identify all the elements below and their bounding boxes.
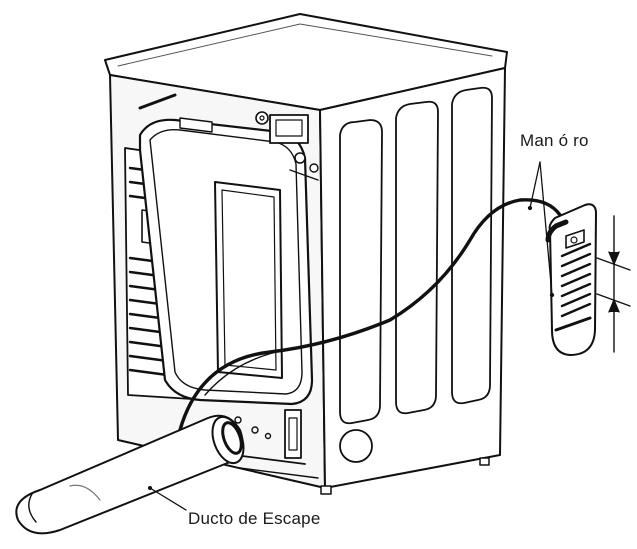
exhaust-duct-label: Ducto de Escape xyxy=(188,509,321,528)
duct-leader-line xyxy=(149,487,187,511)
access-window xyxy=(214,181,283,379)
hose-hook xyxy=(545,203,597,356)
drain-hose xyxy=(178,198,567,432)
fitting xyxy=(255,111,269,125)
back-panel-details xyxy=(124,93,319,479)
dryer-foot xyxy=(320,485,332,495)
dimension-indicator xyxy=(596,215,631,353)
bracket xyxy=(179,117,213,133)
side-panel-port xyxy=(339,429,373,463)
side-panel-ribs xyxy=(339,86,493,425)
exhaust-duct xyxy=(15,414,245,535)
fitting xyxy=(234,416,242,424)
fitting xyxy=(251,426,259,434)
hose-leader-lines xyxy=(527,161,555,298)
connection-block xyxy=(284,409,302,459)
fitting xyxy=(294,152,306,164)
hose-label: Man ó ro xyxy=(520,131,589,150)
fitting xyxy=(309,163,319,173)
fitting xyxy=(264,432,272,440)
dryer-foot xyxy=(479,457,490,466)
